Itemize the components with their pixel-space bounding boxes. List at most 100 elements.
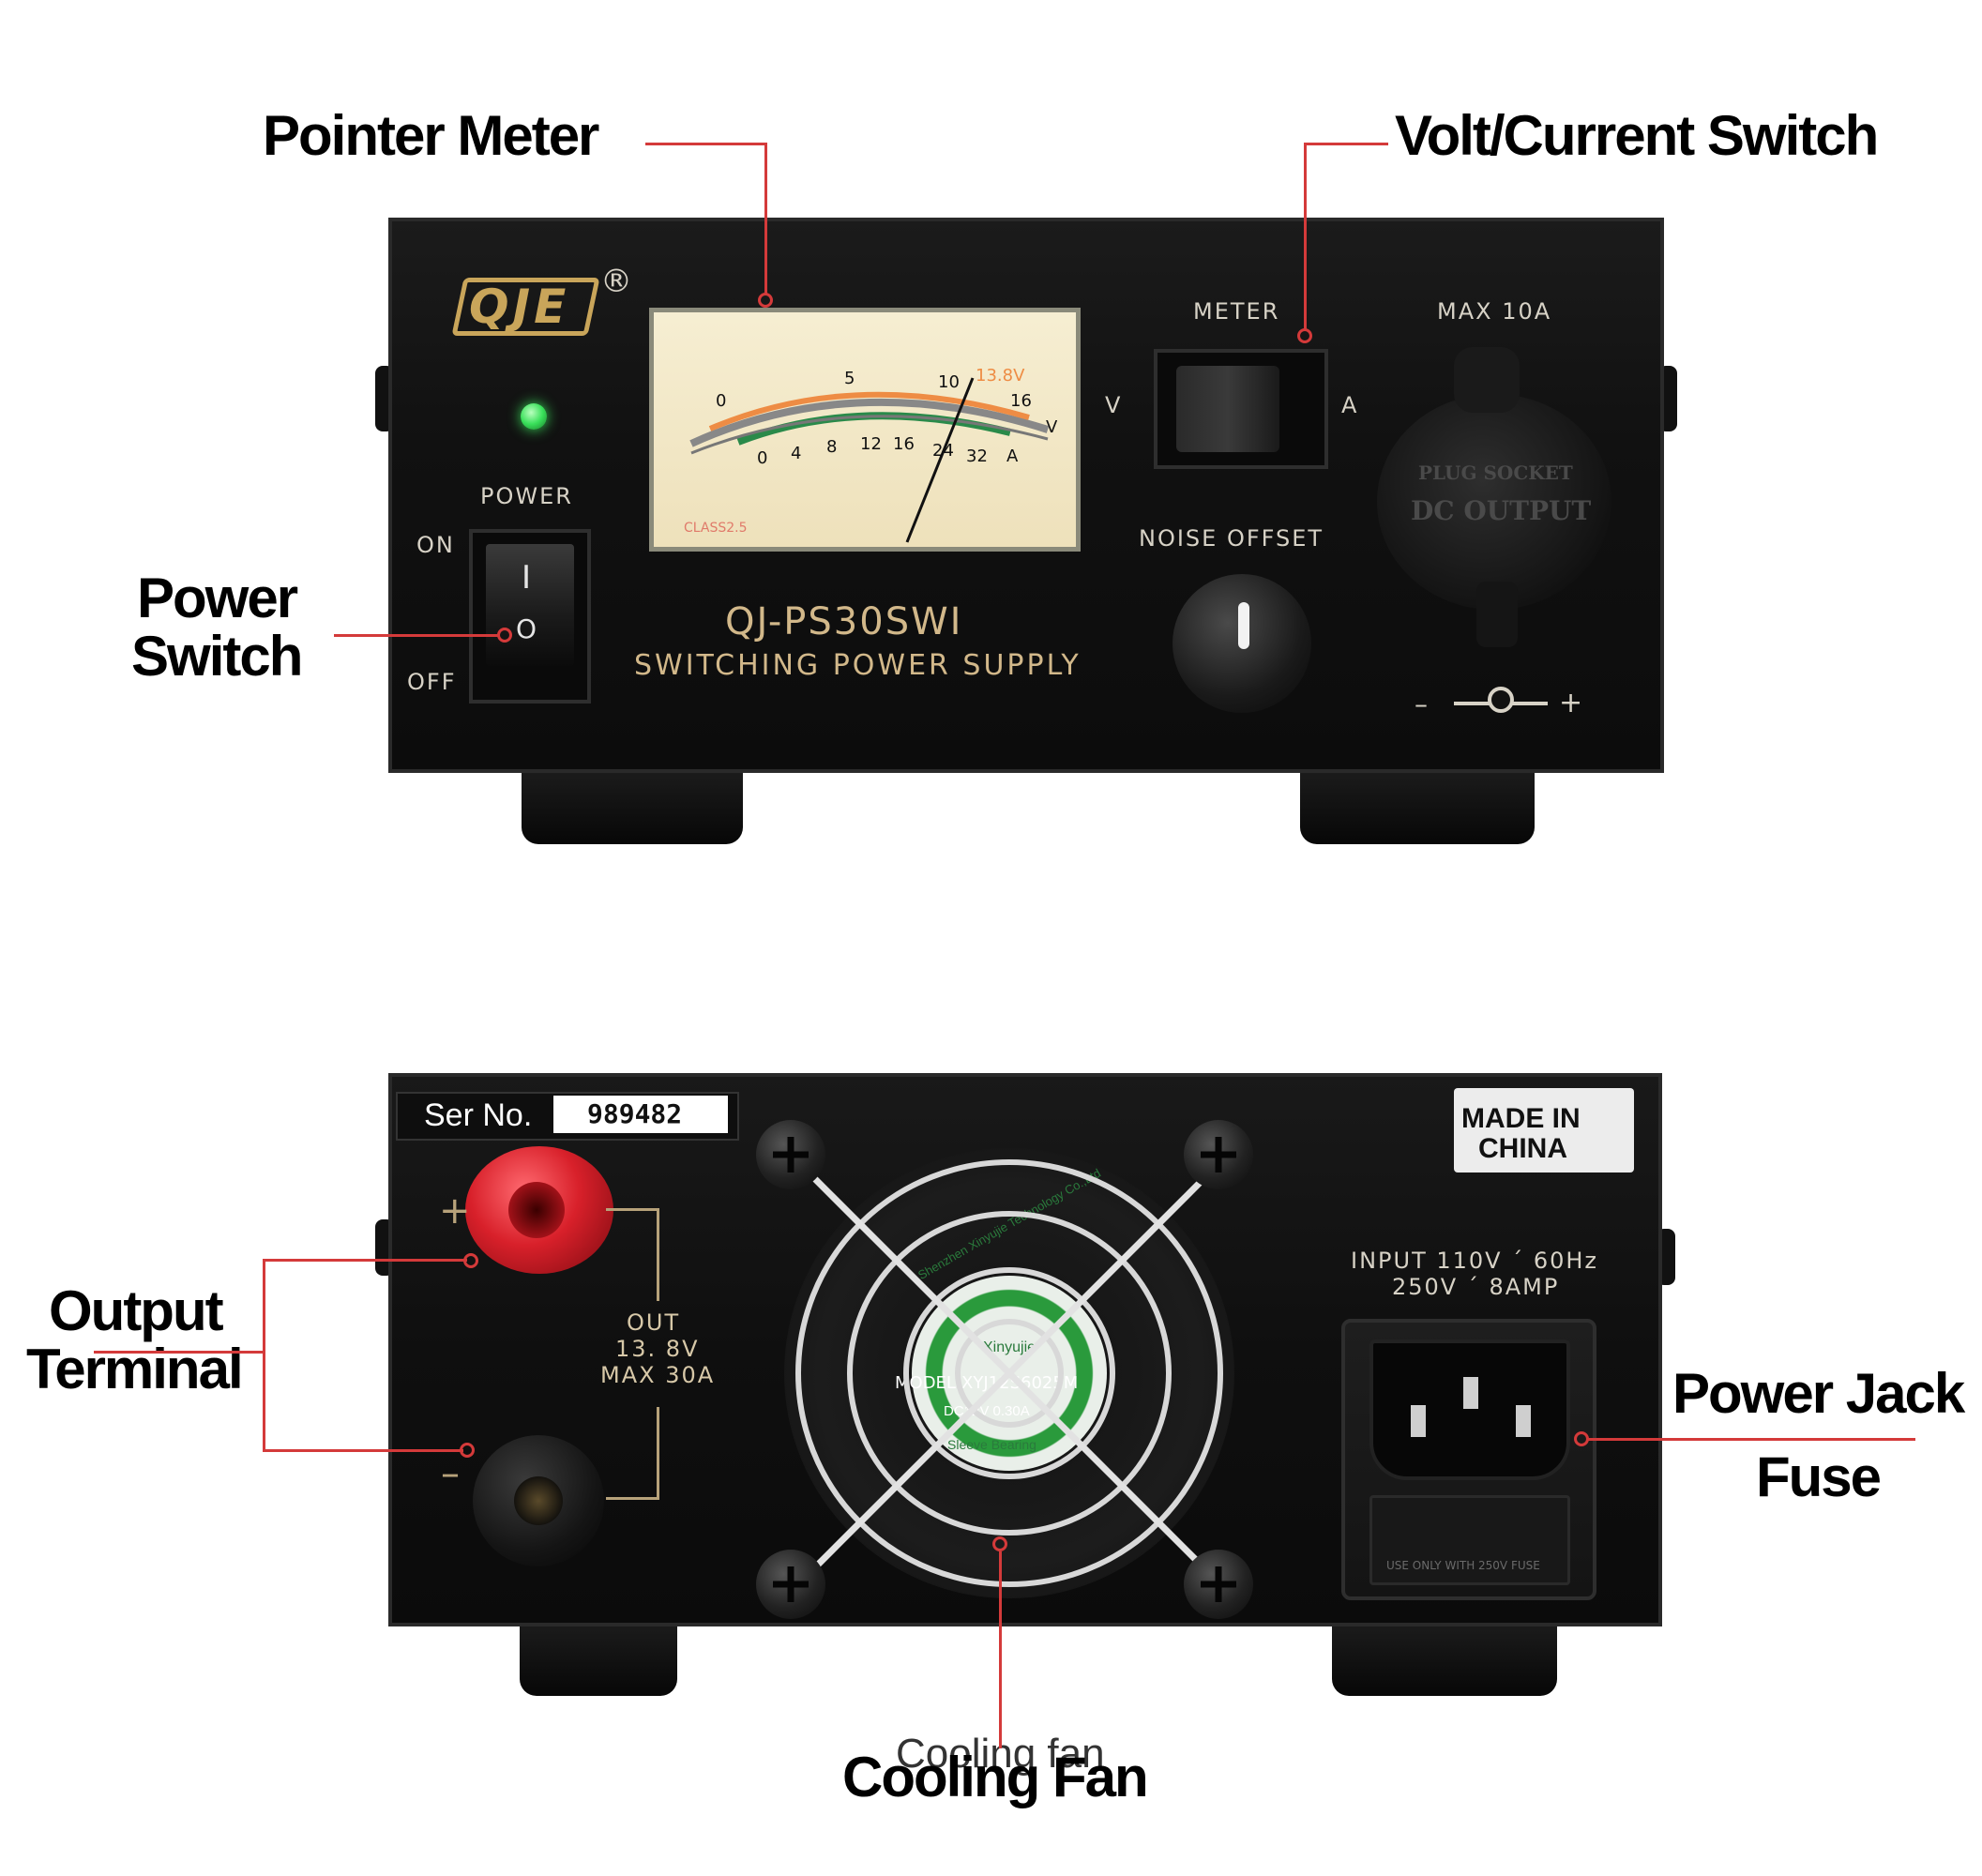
output-line-stub (94, 1351, 265, 1354)
meter-amp-tick-0: 0 (757, 448, 768, 468)
china-text: CHINA (1478, 1133, 1567, 1164)
meter-volt-tick-10: 10 (938, 372, 960, 392)
pointer-meter-dot (758, 293, 773, 308)
volt-switch-dot (1297, 328, 1312, 343)
fan-sticker-bearing: Sleeve Bearing (947, 1437, 1036, 1452)
out-bracket-top (606, 1208, 659, 1301)
pointer-meter: 0 5 10 16 V 13.8V 0 4 8 12 16 24 32 A CL… (649, 308, 1081, 552)
pointer-meter-label: Pointer Meter (263, 104, 599, 167)
fuse-note: USE ONLY WITH 250V FUSE (1386, 1559, 1540, 1572)
power-switch-dot (497, 628, 512, 643)
meter-amp-tick-8: 8 (826, 437, 838, 457)
socket-tab (1476, 582, 1518, 647)
positive-terminal[interactable] (465, 1146, 613, 1274)
out-max: MAX 30A (600, 1362, 716, 1388)
meter-amp-tick-32: 32 (966, 446, 988, 466)
volt-switch-line-v (1304, 143, 1307, 330)
noise-offset-label: NOISE OFFSET (1139, 525, 1324, 552)
output-line-top (263, 1259, 467, 1262)
pointer-meter-line-v (764, 143, 767, 295)
socket-hinge (1454, 347, 1520, 413)
power-jack-label: Power Jack (1672, 1362, 1965, 1425)
output-terminal-label-line2: Terminal (26, 1338, 244, 1400)
socket-text-1: PLUG SOCKET (1418, 461, 1573, 484)
meter-class-label: CLASS2.5 (684, 521, 748, 536)
brand-logo-text: QJE (469, 280, 570, 334)
fan-screw-bottom-left (756, 1550, 825, 1619)
fuse-drawer[interactable] (1369, 1495, 1570, 1585)
power-switch-line (334, 634, 499, 637)
on-label: ON (416, 532, 455, 558)
cooling-fan: Xinyujie MODEL:XYJ12S6025M DC12V 0.30A S… (775, 1139, 1244, 1608)
volt-current-switch-label: Volt/Current Switch (1395, 104, 1879, 167)
fan-screw-top-left (756, 1120, 825, 1189)
fan-sticker-model: MODEL:XYJ12S6025M (895, 1373, 1079, 1393)
power-jack-line (1587, 1438, 1915, 1441)
dc-plus-label: + (1559, 687, 1585, 719)
negative-terminal-hole (514, 1476, 563, 1525)
meter-label: METER (1193, 298, 1280, 325)
meter-amp-unit: A (1006, 446, 1019, 466)
out-voltage: 13. 8V (615, 1336, 700, 1362)
meter-amp-tick-16: 16 (893, 434, 915, 454)
power-label: POWER (480, 483, 573, 509)
input-rating-line1: INPUT 110V ´ 60Hz (1351, 1248, 1599, 1274)
power-switch-off-mark: O (516, 613, 537, 644)
meter-amp-tick-12: 12 (860, 434, 882, 454)
volt-current-switch-rocker (1176, 366, 1279, 452)
fan-guard (795, 1159, 1223, 1587)
power-jack[interactable]: USE ONLY WITH 250V FUSE (1341, 1319, 1596, 1600)
iec-pin-left (1411, 1405, 1426, 1437)
made-in-china-sticker (1454, 1088, 1634, 1172)
output-dot-negative (460, 1443, 475, 1458)
serial-label: Ser No. (424, 1097, 533, 1133)
cooling-fan-dot (992, 1536, 1007, 1551)
knob-indicator (1238, 602, 1249, 649)
serial-number: 989482 (553, 1096, 728, 1133)
meter-volt-unit: V (1046, 417, 1058, 437)
meter-amp-tick-4: 4 (791, 444, 802, 463)
rear-foot-right (1332, 1623, 1557, 1696)
out-bracket-bottom (606, 1407, 659, 1500)
power-switch[interactable]: I O (469, 529, 591, 704)
fan-sticker-brand: Xinyujie (983, 1339, 1036, 1355)
negative-terminal[interactable] (473, 1435, 604, 1566)
iec-pin-center (1463, 1377, 1478, 1409)
meter-volt-tick-0: 0 (716, 391, 727, 411)
positive-terminal-hole (508, 1182, 565, 1238)
output-line-v (263, 1259, 265, 1450)
fan-screw-bottom-right (1184, 1550, 1253, 1619)
pointer-meter-line-h (645, 143, 767, 145)
registered-mark: ® (600, 263, 632, 300)
output-dot-positive (463, 1253, 478, 1268)
meter-volt-tick-5: 5 (844, 369, 855, 388)
volt-current-switch[interactable] (1154, 349, 1328, 469)
output-terminal-label-line1: Output (49, 1279, 224, 1342)
dc-output-socket[interactable]: PLUG SOCKET DC OUTPUT (1373, 347, 1617, 647)
power-switch-on-mark: I (522, 559, 532, 597)
volt-switch-line-h (1304, 143, 1388, 145)
out-label: OUT (627, 1309, 681, 1336)
dc-polarity-icon (1454, 687, 1548, 713)
dc-minus-label: – (1415, 688, 1430, 719)
cooling-fan-label: Cooling Fan (842, 1746, 1149, 1808)
iec-pin-right (1516, 1405, 1531, 1437)
power-jack-dot (1574, 1431, 1589, 1446)
positive-mark: + (439, 1189, 473, 1233)
fan-screw-top-right (1184, 1120, 1253, 1189)
negative-mark: – (441, 1452, 461, 1495)
fuse-label: Fuse (1756, 1445, 1882, 1508)
front-foot-right (1300, 769, 1535, 844)
meter-scale (689, 377, 1050, 543)
cooling-fan-line (999, 1551, 1002, 1748)
input-rating-line2: 250V ´ 8AMP (1392, 1274, 1560, 1300)
model-name: QJ-PS30SWI (725, 600, 963, 643)
iec-inlet (1369, 1339, 1570, 1480)
power-switch-label-line2: Switch (131, 625, 303, 688)
noise-offset-knob[interactable] (1173, 574, 1311, 713)
power-switch-rocker (486, 544, 574, 666)
meter-amp-tick-24: 24 (932, 441, 954, 461)
socket-text-2: DC OUTPUT (1411, 495, 1592, 526)
made-in-text: MADE IN (1461, 1103, 1581, 1134)
max-current-label: MAX 10A (1437, 298, 1552, 325)
